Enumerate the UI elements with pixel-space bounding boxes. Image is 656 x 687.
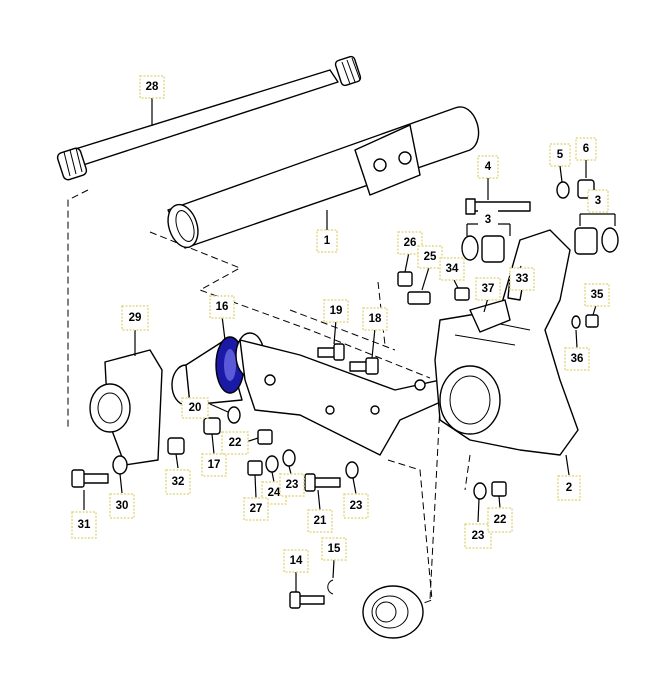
- callout-26: 26: [397, 231, 423, 255]
- callout-2: 2: [557, 475, 581, 501]
- svg-text:3: 3: [485, 214, 491, 226]
- callout-28: 28: [139, 75, 165, 99]
- svg-text:18: 18: [369, 313, 382, 325]
- callout-16: 16: [209, 295, 235, 319]
- callout-1: 1: [316, 229, 338, 253]
- callout-20: 20: [181, 397, 209, 419]
- callout-22-bottom: 22: [487, 507, 513, 533]
- svg-text:23: 23: [472, 530, 485, 542]
- callout-21: 21: [307, 509, 333, 533]
- callout-18: 18: [362, 307, 388, 331]
- callout-32: 32: [165, 469, 191, 495]
- callout-35: 35: [584, 283, 610, 307]
- callout-25: 25: [417, 245, 443, 269]
- svg-text:33: 33: [516, 273, 529, 285]
- callout-30: 30: [109, 493, 135, 519]
- svg-text:37: 37: [482, 283, 495, 295]
- callout-5: 5: [549, 143, 571, 167]
- callout-34: 34: [439, 257, 465, 281]
- cross-tube: [167, 106, 480, 249]
- svg-text:15: 15: [328, 543, 341, 555]
- callout-22-upper: 22: [221, 431, 249, 455]
- assembly-dashed-lines: [67, 189, 471, 606]
- callout-14: 14: [283, 549, 309, 573]
- svg-text:22: 22: [494, 514, 507, 526]
- svg-text:21: 21: [314, 515, 327, 527]
- callout-3-right: 3: [587, 189, 609, 213]
- svg-text:36: 36: [571, 353, 584, 365]
- svg-text:26: 26: [404, 237, 417, 249]
- callout-29: 29: [121, 305, 149, 331]
- svg-text:19: 19: [330, 305, 343, 317]
- svg-text:32: 32: [172, 476, 185, 488]
- wheel-bearing: [362, 585, 424, 639]
- callout-36: 36: [564, 347, 590, 371]
- callout-27: 27: [243, 497, 269, 521]
- callout-15: 15: [321, 537, 347, 561]
- callout-19: 19: [323, 299, 349, 323]
- svg-text:31: 31: [78, 519, 91, 531]
- drive-shaft: [56, 55, 362, 181]
- callout-17: 17: [201, 453, 227, 477]
- wheel-carrier: [434, 229, 579, 456]
- svg-text:25: 25: [424, 251, 437, 263]
- svg-text:17: 17: [208, 459, 221, 471]
- callout-labels: 28 1 4 5 6 3 3 26 25 34 37 33 35 36 29 1…: [71, 75, 610, 573]
- svg-text:2: 2: [566, 482, 572, 494]
- hardware: [71, 179, 619, 609]
- callout-4: 4: [477, 155, 499, 179]
- svg-text:30: 30: [116, 500, 129, 512]
- callout-6: 6: [575, 137, 597, 161]
- svg-text:24: 24: [268, 487, 281, 499]
- callout-23-right: 23: [343, 493, 369, 519]
- svg-text:22: 22: [229, 437, 242, 449]
- svg-text:1: 1: [324, 235, 331, 247]
- svg-text:6: 6: [583, 143, 589, 155]
- svg-text:28: 28: [146, 81, 159, 93]
- svg-text:23: 23: [350, 500, 363, 512]
- callout-3-left: 3: [478, 210, 498, 232]
- svg-text:27: 27: [250, 503, 263, 515]
- svg-text:5: 5: [557, 149, 564, 161]
- svg-text:14: 14: [290, 555, 303, 567]
- svg-text:20: 20: [189, 402, 202, 414]
- svg-text:16: 16: [216, 301, 229, 313]
- callout-23-bottom: 23: [464, 523, 492, 549]
- svg-text:23: 23: [286, 479, 299, 491]
- callout-33: 33: [509, 267, 535, 291]
- callout-37: 37: [475, 277, 501, 301]
- svg-text:35: 35: [591, 289, 604, 301]
- callout-23-middle: 23: [279, 473, 305, 497]
- svg-text:4: 4: [485, 161, 492, 173]
- trailing-arm: [239, 339, 446, 456]
- callout-31: 31: [71, 511, 97, 539]
- svg-text:34: 34: [446, 263, 459, 275]
- svg-text:29: 29: [129, 312, 142, 324]
- mounting-bracket: [89, 349, 163, 466]
- svg-text:3: 3: [595, 195, 601, 207]
